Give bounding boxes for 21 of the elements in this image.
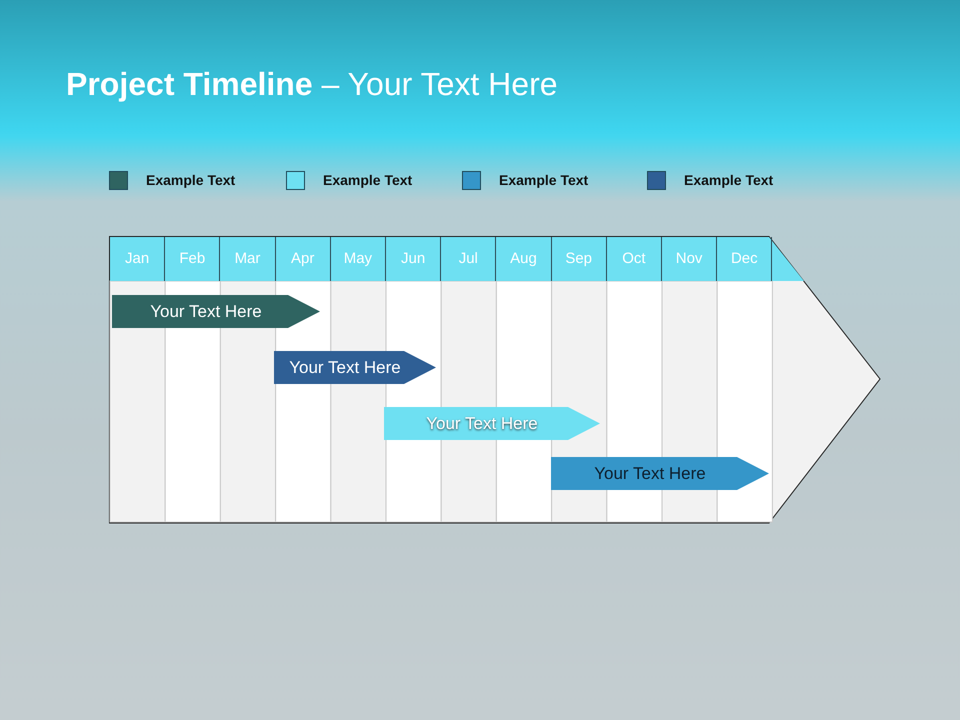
gantt-task-bar: Your Text Here	[384, 407, 600, 440]
month-header: Oct	[606, 237, 662, 281]
month-header: Jul	[441, 237, 496, 281]
month-header: Sep	[552, 237, 607, 281]
month-header: Jun	[386, 237, 442, 281]
legend-label: Example Text	[684, 171, 774, 190]
month-header: Mar	[220, 237, 276, 281]
legend-label: Example Text	[146, 171, 236, 190]
gantt-task-bar: Your Text Here	[112, 295, 320, 328]
month-header: Apr	[276, 237, 331, 281]
month-header: Nov	[662, 237, 718, 281]
month-header: Dec	[717, 237, 772, 281]
month-header: Jan	[110, 237, 166, 281]
legend-label: Example Text	[499, 171, 588, 190]
gantt-task-bar: Your Text Here	[551, 457, 769, 490]
month-header: Aug	[496, 237, 552, 281]
legend-label: Example Text	[323, 171, 412, 190]
month-header: Feb	[165, 237, 220, 281]
title: Project Timeline – Your Text Here	[66, 65, 558, 104]
gantt-task-bar: Your Text Here	[274, 351, 436, 384]
month-header: May	[330, 237, 386, 281]
